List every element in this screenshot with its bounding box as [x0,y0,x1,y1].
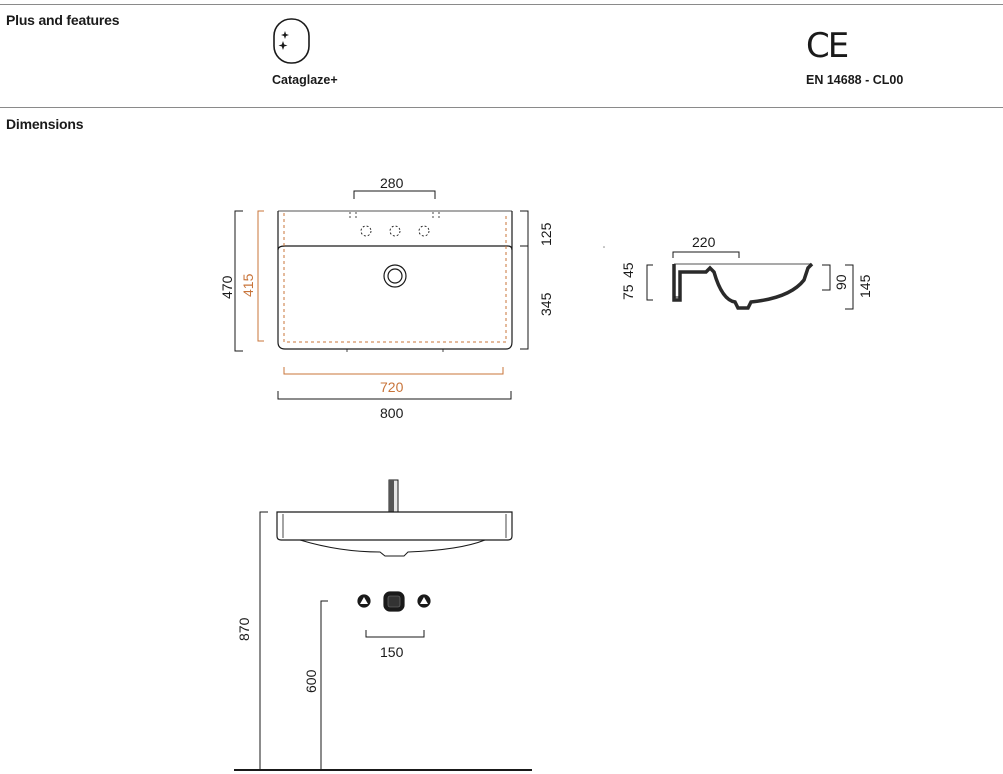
dim-overall-depth: 470 [219,275,235,299]
cataglaze-label: Cataglaze+ [272,73,338,87]
side-view [603,246,854,310]
dim-overall-height: 145 [857,274,873,298]
dim-inner-depth: 415 [240,273,256,297]
front-view [234,479,532,771]
dim-waste-height: 600 [303,669,319,693]
dim-top-length: 220 [692,234,716,250]
en-standard-label: EN 14688 - CL00 [806,73,904,87]
dim-rim-height: 45 [620,262,636,278]
dim-basin-depth: 345 [538,292,554,316]
sparkle-icon [272,17,312,65]
dim-fixing-spacing: 150 [380,644,404,660]
ce-mark-text: CE [806,26,849,66]
dim-inner-width: 720 [380,379,404,395]
dim-overall-width: 800 [380,405,404,421]
top-view [234,190,529,400]
top-rule [0,4,1003,5]
ce-mark-icon: CE [806,28,856,64]
dim-tap-spacing: 280 [380,175,404,191]
features-heading: Plus and features [6,12,120,28]
dim-install-height: 870 [236,617,252,641]
dim-front-depth: 125 [538,222,554,246]
dim-bowl-depth: 90 [833,274,849,290]
dimensions-heading: Dimensions [6,116,84,132]
middle-rule [0,107,1003,108]
dim-total-left: 75 [620,284,636,300]
